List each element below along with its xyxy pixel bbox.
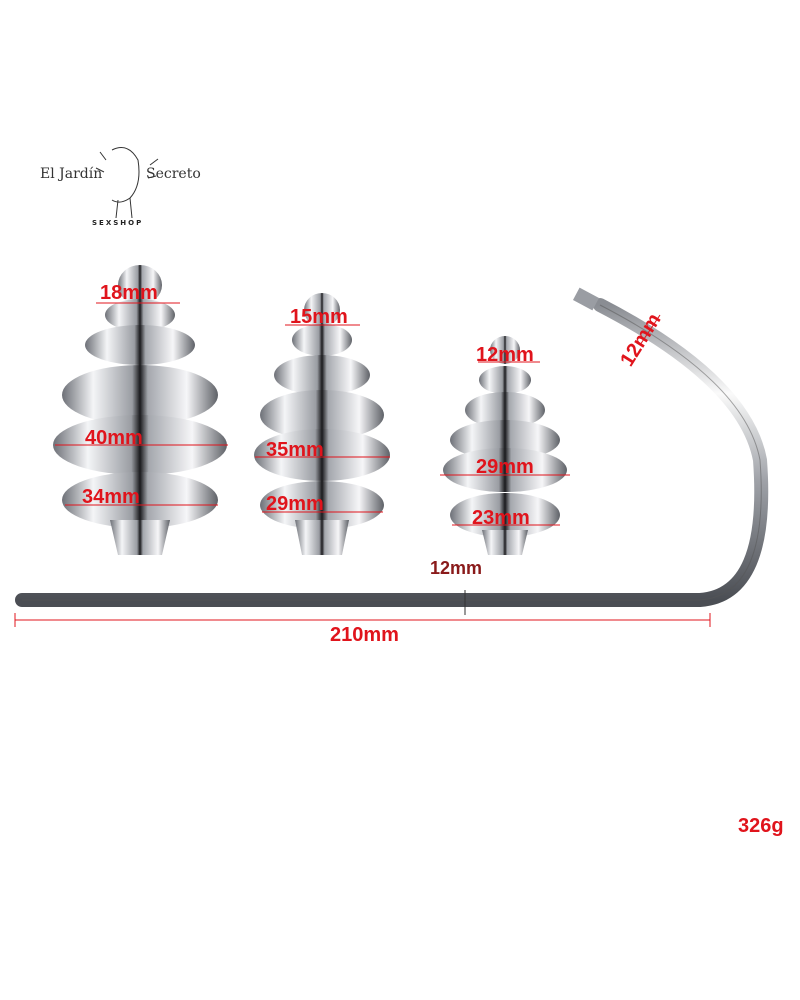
medium-max-label: 35mm bbox=[266, 439, 324, 461]
dimension-lines bbox=[14, 302, 711, 627]
logo-face-icon bbox=[95, 147, 159, 219]
small-max-label: 29mm bbox=[476, 456, 534, 478]
anal-hook bbox=[15, 287, 769, 607]
large-lower-label: 34mm bbox=[82, 486, 140, 508]
small-tip-label: 12mm bbox=[476, 344, 534, 366]
small-plug bbox=[443, 336, 567, 555]
medium-plug bbox=[254, 293, 390, 555]
medium-tip-label: 15mm bbox=[290, 306, 348, 328]
medium-lower-label: 29mm bbox=[266, 493, 324, 515]
length-label: 210mm bbox=[330, 624, 399, 646]
weight-label: 326g bbox=[738, 815, 784, 837]
large-plug bbox=[53, 265, 227, 555]
large-tip-label: 18mm bbox=[100, 282, 158, 304]
logo-tagline: SEXSHOP bbox=[92, 219, 144, 227]
small-lower-label: 23mm bbox=[472, 507, 530, 529]
large-max-label: 40mm bbox=[85, 427, 143, 449]
logo-text-right: Secreto bbox=[146, 166, 201, 182]
rod-diameter-label: 12mm bbox=[430, 558, 483, 578]
logo-text-left: El Jardín bbox=[40, 166, 103, 182]
